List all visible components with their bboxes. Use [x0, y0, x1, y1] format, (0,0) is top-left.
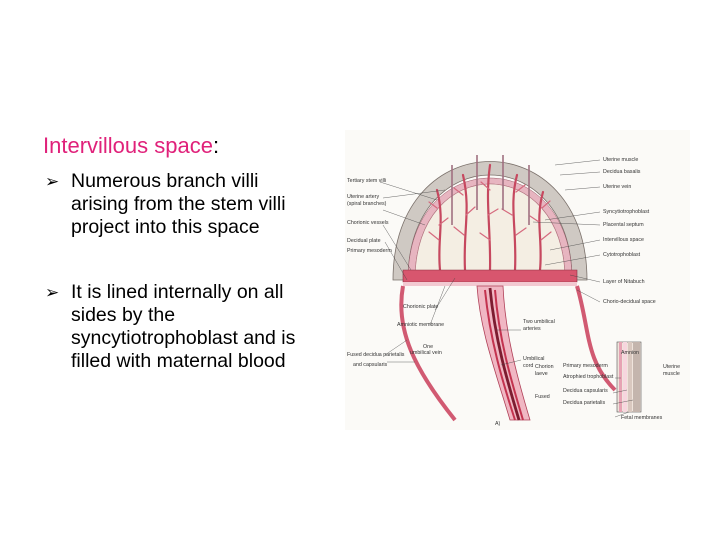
- villous-trees: [435, 163, 545, 272]
- label-placental-septum: Placental septum: [603, 222, 644, 228]
- arrow-bullet-icon: ➢: [45, 172, 60, 192]
- label-chorio-decidual-space: Chorio-decidual space: [603, 299, 656, 305]
- label-and-capsularis: and capsularis: [353, 362, 388, 368]
- stem-villus: [486, 163, 492, 272]
- umbilical-artery: [484, 289, 516, 421]
- inset-uterine-muscle: [633, 342, 640, 412]
- label-primary-mesoderm-inset: Primary mesoderm: [563, 363, 608, 369]
- label-amniotic-membrane: Amniotic membrane: [397, 322, 444, 328]
- label-arteries: arteries: [523, 326, 541, 332]
- membrane-detail-inset: [616, 341, 642, 413]
- label-decidual-plate: Decidual plate: [347, 238, 381, 244]
- heading-keyword: Intervillous space: [43, 133, 213, 158]
- placenta-diagram: Tertiary stem villi Uterine artery (spir…: [345, 130, 690, 430]
- label-chorionic-vessels: Chorionic vessels: [347, 220, 389, 226]
- label-layer-of-nitabuch: Layer of Nitabuch: [603, 279, 645, 285]
- label-decidua-basalis: Decidua basalis: [603, 169, 641, 175]
- label-uterine-muscle: Uterine muscle: [603, 157, 638, 163]
- label-cord: cord: [523, 363, 533, 369]
- label-fused: Fused: [535, 394, 550, 400]
- label-amnion: Amnion: [621, 350, 639, 356]
- label-chorionic-plate: Chorionic plate: [403, 304, 438, 310]
- label-one: One: [423, 344, 433, 350]
- stem-villus: [461, 173, 468, 272]
- label-panel-tag: A): [495, 421, 501, 427]
- amniotic-membrane: [403, 282, 577, 286]
- branch-villi: [428, 181, 552, 241]
- bullet-line: Numerous branch villi: [71, 170, 259, 192]
- label-atrophied-trophoblast: Atrophied trophoblast: [563, 374, 614, 380]
- bullet-line: syncytiotrophoblast and is: [71, 327, 296, 349]
- bullet-line: arising from the stem villi: [71, 193, 286, 215]
- label-tertiary-stem-villi: Tertiary stem villi: [347, 178, 386, 184]
- leader-lines: [379, 159, 634, 418]
- branch-villus: [428, 181, 552, 241]
- bullet-line: project into this space: [71, 216, 260, 238]
- inset-decidua: [628, 342, 632, 412]
- label-syncytiotrophoblast: Syncytiotrophoblast: [603, 209, 650, 215]
- fetal-membrane-right: [575, 285, 617, 392]
- label-decidua-parietalis: Decidua parietalis: [563, 400, 605, 406]
- bullet-item: ➢ Numerous branch villi arising from the…: [43, 170, 363, 239]
- bullet-item: ➢ It is lined internally on all sides by…: [43, 281, 363, 373]
- arrow-bullet-icon: ➢: [45, 283, 60, 303]
- inset-amnion: [619, 342, 622, 412]
- umbilical-vein: [488, 287, 521, 421]
- label-chorion: Chorion: [535, 364, 554, 370]
- slide-heading: Intervillous space:: [43, 133, 219, 159]
- umbilical-cord: [476, 285, 531, 421]
- uterine-muscle-layer: [392, 161, 588, 281]
- bullet-line: sides by the: [71, 304, 176, 326]
- label-uterine-vein: Uterine vein: [603, 184, 631, 190]
- chorionic-plate: [402, 269, 578, 283]
- label-uterine: Uterine: [663, 364, 680, 370]
- placental-septa: [451, 155, 530, 225]
- label-two-umbilical: Two umbilical: [523, 319, 555, 325]
- label-uterine-artery: Uterine artery: [347, 194, 379, 200]
- umbilical-artery: [494, 289, 524, 421]
- label-primary-mesoderm: Primary mesoderm: [347, 248, 392, 254]
- label-spiral-branches: (spiral branches): [347, 201, 387, 207]
- fetal-membrane-left: [399, 285, 457, 422]
- bullet-line: filled with maternal blood: [71, 350, 286, 372]
- placenta-diagram-svg: Tertiary stem villi Uterine artery (spir…: [345, 130, 690, 430]
- label-intervillous-space: Intervillous space: [603, 237, 644, 243]
- stem-villus: [435, 188, 442, 272]
- label-umbilical: Umbilical: [523, 356, 545, 362]
- bullet-line: It is lined internally on all: [71, 281, 284, 303]
- label-fetal-membranes: Fetal membranes: [621, 415, 663, 421]
- stem-villus: [538, 190, 545, 272]
- inset-chorion: [623, 342, 627, 412]
- label-muscle: muscle: [663, 371, 680, 377]
- label-decidua-capsularis: Decidua capsularis: [563, 388, 608, 394]
- label-laeve: laeve: [535, 371, 548, 377]
- label-umbilical-vein: umbilical vein: [410, 350, 442, 356]
- label-fused-decidua-parietalis: Fused decidua parietalis: [347, 352, 405, 358]
- heading-colon: :: [212, 133, 220, 158]
- bullet-list: ➢ Numerous branch villi arising from the…: [43, 170, 363, 373]
- label-cytotrophoblast: Cytotrophoblast: [603, 252, 641, 258]
- stem-villus: [512, 173, 519, 272]
